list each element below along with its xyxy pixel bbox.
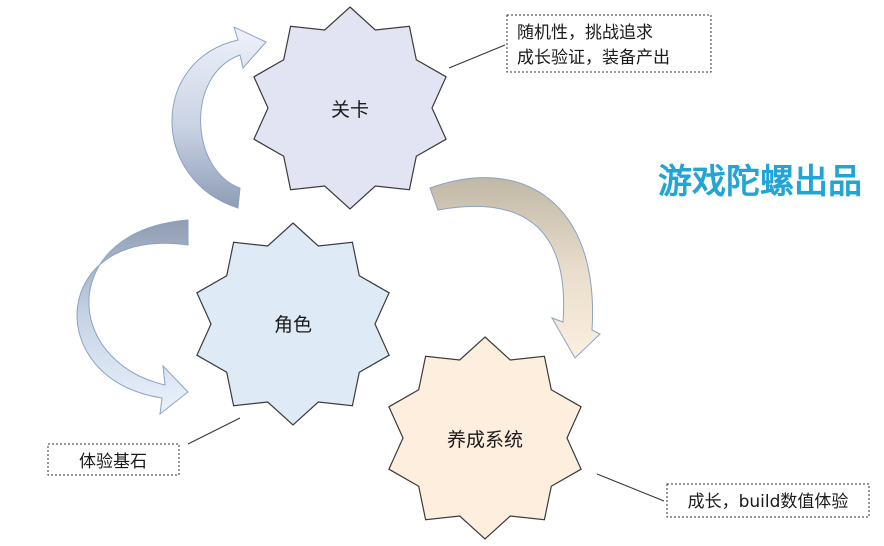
growth-callout-box (666, 483, 870, 518)
level-callout-line1: 随机性，挑战追求 (517, 23, 653, 43)
level-callout-connector (448, 44, 506, 69)
character-node-label: 角色 (274, 314, 312, 336)
arrow-level-to-character (76, 219, 189, 416)
character-callout-connector (187, 417, 241, 445)
brand-text: 游戏陀螺出品 (658, 162, 862, 202)
arrow-level-to-growth (429, 177, 601, 359)
level-star-node (253, 6, 447, 210)
character-callout-line1: 体验基石 (79, 452, 147, 472)
arrow-character-to-level (171, 26, 267, 209)
growth-node-label: 养成系统 (447, 429, 523, 451)
character-star-node (196, 222, 390, 426)
growth-star-node (388, 336, 582, 540)
level-callout-line2: 成长验证，装备产出 (517, 48, 670, 68)
character-callout-box (47, 443, 180, 476)
level-node-label: 关卡 (331, 99, 369, 121)
growth-callout-connector (596, 473, 665, 502)
level-callout-box (506, 14, 712, 73)
growth-callout-line1: 成长，build数值体验 (688, 492, 849, 512)
